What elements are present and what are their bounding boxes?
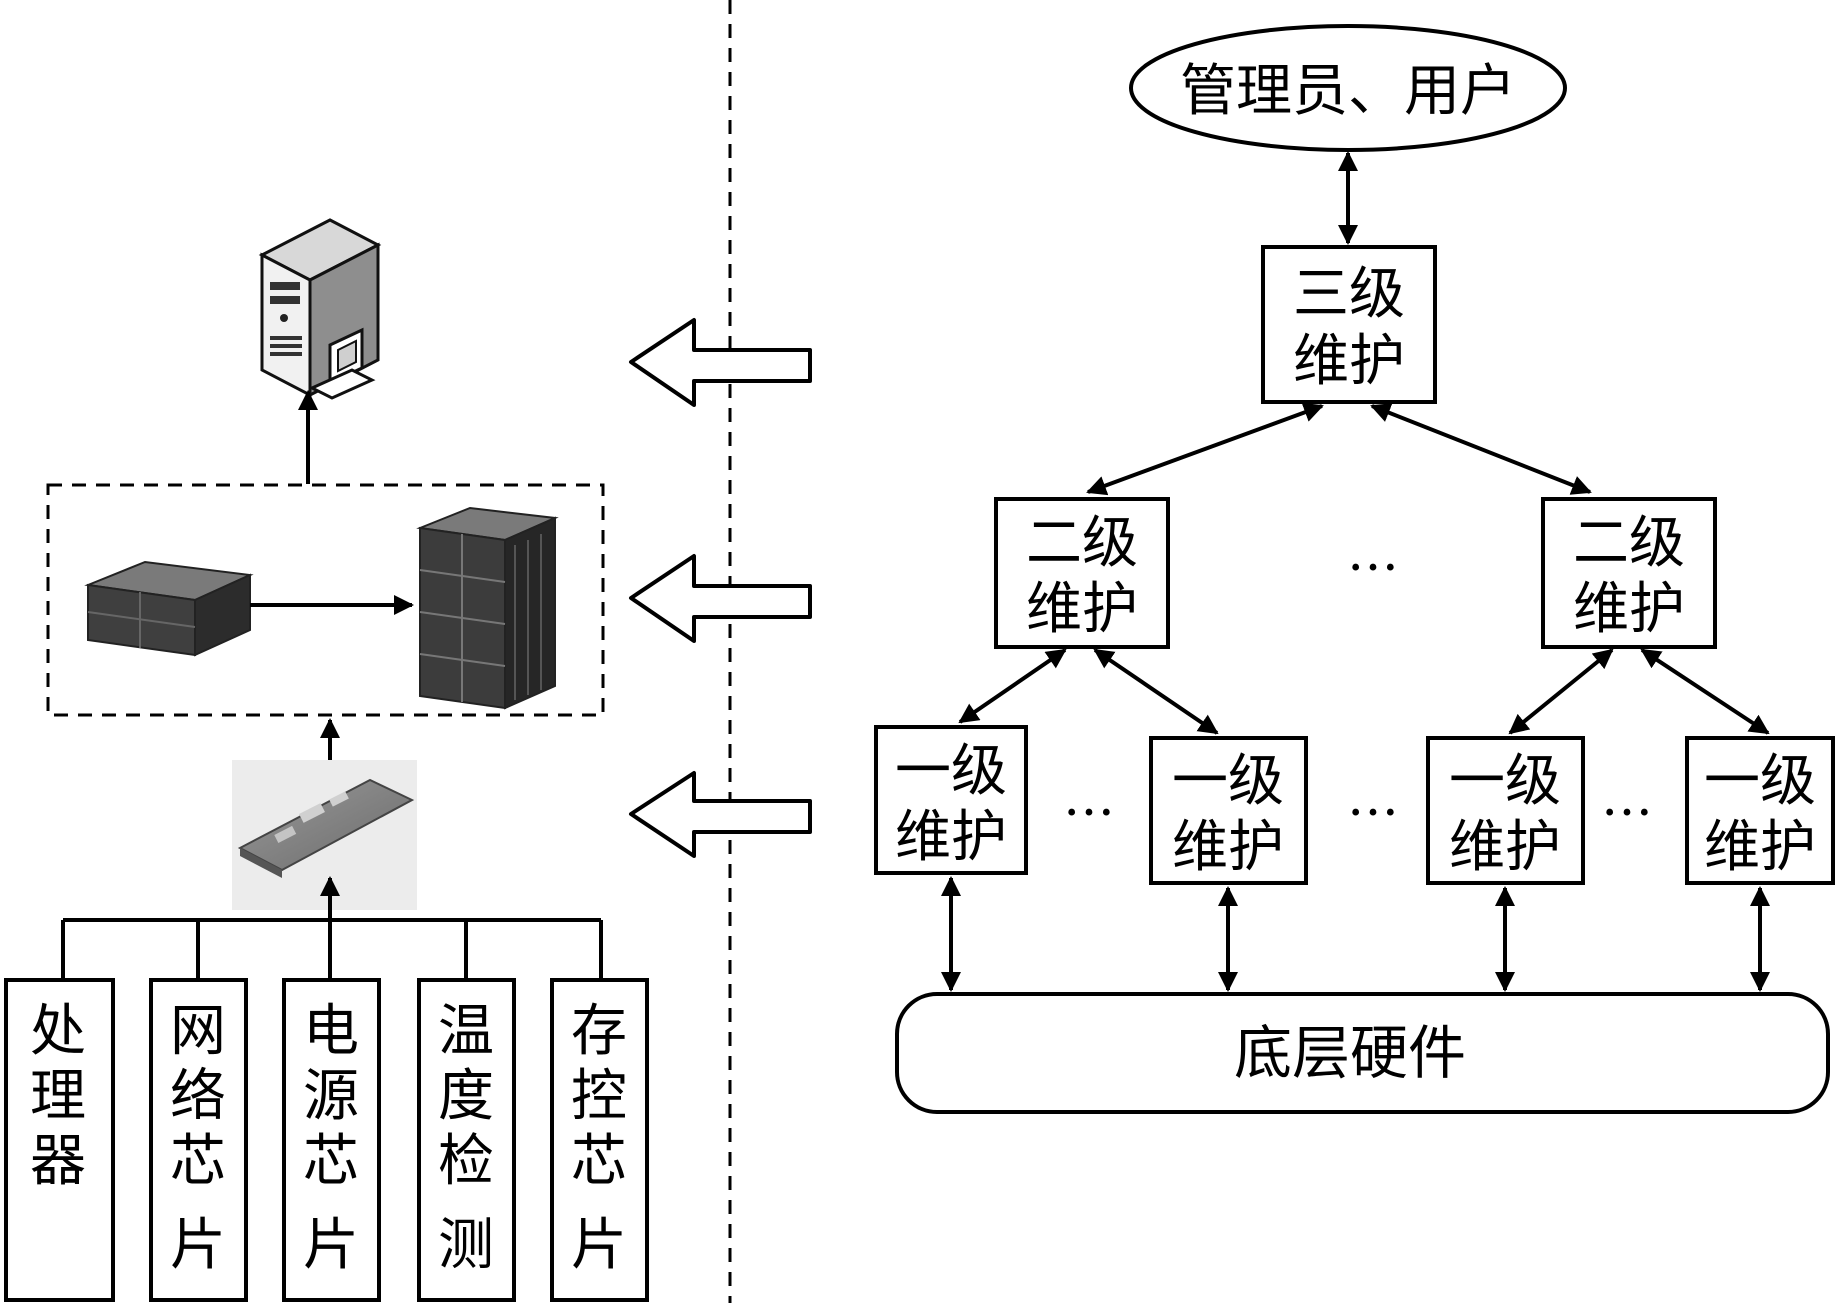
ellipsis-level1-3: … [1601,768,1653,828]
component-box-temperature-detection: 温 度 检 测 [417,978,516,1302]
rack-group-dashed-box [46,483,605,717]
component-processor-char2: 理 [30,1064,86,1129]
hollow-arrow-bottom [629,771,812,858]
top-node-label: 管理员、用户 [1180,59,1516,124]
level1-4-line2: 维护 [1704,815,1816,880]
level1-3-line2: 维护 [1449,815,1561,880]
arrow-level2-level1-b [1093,648,1219,735]
level1-2-line2: 维护 [1172,815,1284,880]
level1-4-line1: 一级 [1704,749,1816,814]
level2-left-line1: 二级 [1026,511,1138,576]
small-rack-icon [84,560,254,657]
component-power-char2: 源 [303,1064,359,1129]
bottom-hardware-label: 底层硬件 [1234,1019,1466,1087]
level2-left-line2: 维护 [1026,577,1138,642]
component-temperature-char3: 检 [438,1129,494,1194]
level1-maintenance-box-3: 一级 维护 [1426,736,1585,885]
ellipsis-level1-1: … [1063,768,1115,828]
component-network-char3: 芯 [170,1129,226,1194]
top-node-admin-user: 管理员、用户 [1129,24,1567,152]
level1-2-line1: 一级 [1172,749,1284,814]
level1-maintenance-box-4: 一级 维护 [1685,736,1835,885]
component-power-char3: 芯 [303,1129,359,1194]
arrow-level2-level1-c [1508,648,1614,735]
circuit-board-icon [232,760,417,910]
level2-right-line1: 二级 [1573,511,1685,576]
component-power-char4: 片 [303,1213,359,1278]
bottom-hardware-box: 底层硬件 [895,992,1830,1114]
hollow-arrow-top [629,318,812,407]
level3-line1: 三级 [1293,262,1405,327]
arrow-level3-level2-left [1086,402,1324,496]
level1-maintenance-box-2: 一级 维护 [1149,736,1308,885]
component-processor-char3: 器 [30,1129,86,1194]
component-storage-char3: 芯 [571,1129,627,1194]
arrow-level2-level1-d [1640,648,1770,735]
arrow-level3-level2-right [1370,403,1592,495]
component-box-network-chip: 网 络 芯 片 [149,978,248,1302]
server-computer-icon [258,218,382,400]
component-storage-char4: 片 [571,1213,627,1278]
component-network-char1: 网 [170,999,226,1064]
level1-1-line1: 一级 [895,739,1007,804]
component-storage-char2: 控 [571,1064,627,1129]
level3-maintenance-box: 三级 维护 [1261,245,1437,404]
ellipsis-level2: … [1347,523,1399,583]
level3-line2: 维护 [1293,329,1405,394]
component-temperature-char1: 温 [438,999,494,1064]
component-power-char1: 电 [303,999,359,1064]
component-network-char4: 片 [170,1213,226,1278]
level2-right-line2: 维护 [1573,577,1685,642]
level1-maintenance-box-1: 一级 维护 [874,725,1028,875]
hollow-arrow-middle [629,554,812,643]
component-processor-char1: 处 [30,999,86,1064]
tall-rack-icon [416,506,559,710]
component-storage-char1: 存 [571,999,627,1064]
component-temperature-char4: 测 [438,1213,494,1278]
level2-maintenance-box-right: 二级 维护 [1541,497,1717,649]
level2-maintenance-box-left: 二级 维护 [994,497,1170,649]
component-temperature-char2: 度 [438,1064,494,1129]
arrow-level2-level1-a [958,648,1067,724]
level1-1-line2: 维护 [895,805,1007,870]
component-box-processor: 处 理 器 [4,978,115,1302]
component-network-char2: 络 [170,1064,226,1129]
component-box-power-chip: 电 源 芯 片 [282,978,381,1302]
level1-3-line1: 一级 [1449,749,1561,814]
ellipsis-level1-2: … [1347,768,1399,828]
component-box-storage-control-chip: 存 控 芯 片 [550,978,649,1302]
